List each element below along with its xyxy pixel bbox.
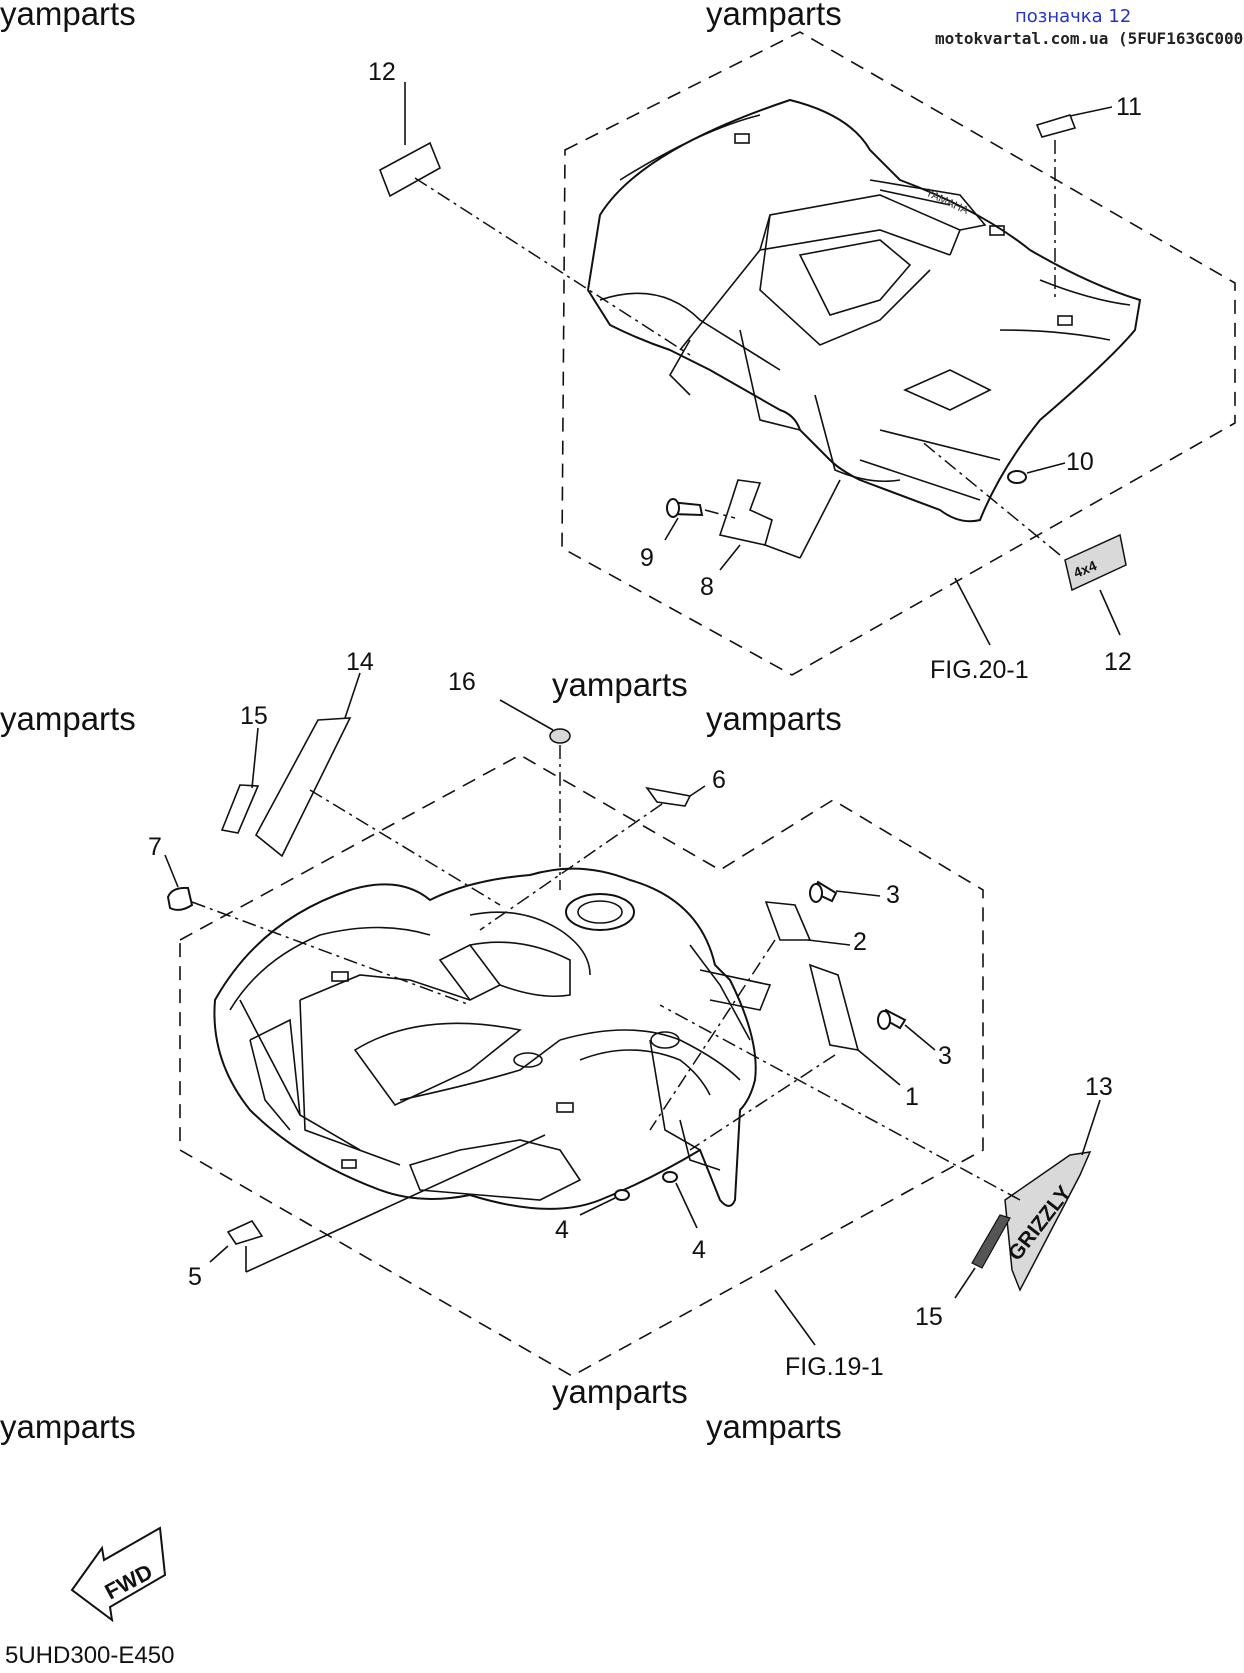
watermark: yamparts <box>0 0 136 32</box>
front-fender <box>213 867 772 1210</box>
rear-fender-group: YAMAHA 12 11 10 9 8 4x4 <box>368 31 1236 684</box>
callout-11: 11 <box>1116 93 1142 121</box>
part-3-rivet-lower[interactable] <box>877 1008 907 1030</box>
watermark: yamparts <box>706 1408 842 1445</box>
header-source: motokvartal.com.ua (5FUF163GC000) <box>935 29 1244 48</box>
part-15-small-decal[interactable] <box>220 784 260 834</box>
callout-15: 15 <box>240 702 268 730</box>
part-2-plate[interactable] <box>764 901 812 941</box>
part-11-small-decal[interactable] <box>1035 114 1077 138</box>
callout-15b: 15 <box>915 1303 943 1331</box>
part-13-grizzly-decal[interactable]: GRIZZLY <box>1004 1151 1092 1292</box>
rear-fender: YAMAHA <box>586 98 1142 523</box>
watermark: yamparts <box>0 1408 136 1445</box>
callout-5: 5 <box>188 1263 202 1291</box>
diagram-code: 5UHD300-E450 <box>5 1642 174 1669</box>
watermark: yamparts <box>0 700 136 737</box>
callout-2: 2 <box>853 928 867 956</box>
front-assembly-boundary <box>179 754 984 1377</box>
part-1-plate[interactable] <box>808 963 860 1052</box>
watermark: yamparts <box>706 700 842 737</box>
callout-1: 1 <box>905 1083 919 1111</box>
callout-14: 14 <box>346 648 374 676</box>
figure-ref-rear: FIG.20-1 <box>930 656 1029 684</box>
part-4-grommet-left[interactable] <box>614 1189 630 1201</box>
callout-3b: 3 <box>938 1042 952 1070</box>
part-15-stripe-decal[interactable] <box>971 1214 1011 1269</box>
callout-4b: 4 <box>692 1236 706 1264</box>
part-14-long-decal[interactable] <box>254 717 352 858</box>
callout-8: 8 <box>700 573 714 601</box>
callout-9: 9 <box>640 544 654 572</box>
part-8-plate[interactable] <box>718 479 773 546</box>
callout-10: 10 <box>1066 448 1094 476</box>
callout-16: 16 <box>448 668 476 696</box>
part-5-small-decal[interactable] <box>226 1219 264 1245</box>
watermark: yamparts <box>552 666 688 703</box>
part-9-rivet[interactable] <box>666 498 704 518</box>
callout-3: 3 <box>886 881 900 909</box>
header-title: позначка 12 <box>1015 6 1131 27</box>
callout-7: 7 <box>148 833 162 861</box>
callout-12b: 12 <box>1104 648 1132 676</box>
callout-13: 13 <box>1085 1073 1113 1101</box>
part-7-emblem[interactable] <box>166 886 194 911</box>
rear-assembly-boundary <box>561 31 1236 676</box>
part-16-round-decal[interactable] <box>549 728 571 744</box>
part-3-rivet-upper[interactable] <box>809 880 838 903</box>
part-6-small-decal[interactable] <box>645 786 692 807</box>
part-10-grommet[interactable] <box>1007 470 1027 484</box>
callout-4: 4 <box>555 1216 569 1244</box>
watermark: yamparts <box>552 1373 688 1410</box>
front-fender-group: 16 14 15 6 7 2 3 <box>148 648 1113 1381</box>
watermark: yamparts <box>706 0 842 32</box>
callout-12: 12 <box>368 58 396 86</box>
part-12-decal-blank[interactable] <box>379 141 442 198</box>
part-4-grommet-right[interactable] <box>662 1171 678 1183</box>
figure-ref-front: FIG.19-1 <box>785 1353 884 1381</box>
fwd-arrow-icon: FWD <box>70 1526 167 1623</box>
part-12-decal-4x4[interactable]: 4x4 <box>1064 533 1127 592</box>
callout-6: 6 <box>712 766 726 794</box>
